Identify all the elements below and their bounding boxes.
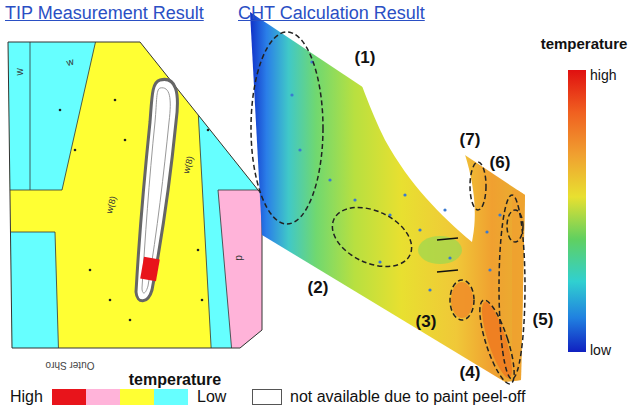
zone-mark: w(8) bbox=[182, 155, 196, 174]
callout-number: (3) bbox=[416, 313, 437, 332]
cooling-hole bbox=[207, 129, 210, 132]
hot-patch bbox=[476, 299, 518, 381]
cooling-hole bbox=[378, 260, 381, 263]
zone-border bbox=[0, 232, 60, 400]
blade-gap bbox=[345, 40, 475, 242]
colorbar-end: low bbox=[590, 343, 611, 358]
zone-border bbox=[218, 190, 236, 400]
callout-ring bbox=[323, 196, 421, 279]
legend-swatch bbox=[86, 389, 120, 405]
cool-patch bbox=[418, 236, 462, 264]
hot-spot bbox=[140, 257, 160, 281]
legend-label: High bbox=[10, 388, 43, 406]
cooling-hole bbox=[74, 149, 77, 152]
zone-border bbox=[30, 42, 31, 190]
callout-ring bbox=[251, 32, 323, 224]
cooling-hole bbox=[353, 198, 356, 201]
zone-border bbox=[192, 0, 214, 400]
marker-line bbox=[437, 270, 458, 272]
cooling-hole bbox=[114, 99, 117, 102]
legend-label: Low bbox=[197, 388, 226, 406]
zone-mark: w bbox=[14, 68, 25, 75]
legend-label: not available due to paint peel-off bbox=[290, 388, 525, 406]
cooling-hole bbox=[129, 319, 132, 322]
cooling-hole bbox=[448, 256, 451, 259]
cooling-hole bbox=[428, 288, 431, 291]
callout-number: (7) bbox=[460, 131, 481, 150]
legend-swatch bbox=[120, 389, 154, 405]
section-heading: TIP Measurement Result bbox=[5, 4, 204, 24]
callout-number: (2) bbox=[308, 279, 329, 298]
hot-patch bbox=[451, 282, 473, 318]
callout-ring bbox=[450, 280, 474, 320]
colorbar-title: temperature bbox=[541, 36, 628, 53]
callout-ring bbox=[470, 162, 486, 210]
marker-line bbox=[437, 238, 458, 240]
cooling-hole bbox=[418, 228, 421, 231]
legend-swatch bbox=[154, 389, 188, 405]
zone-mark: w(8) bbox=[105, 195, 119, 214]
cooling-hole bbox=[488, 268, 491, 271]
cooling-hole bbox=[298, 148, 301, 151]
callout-number: (1) bbox=[355, 49, 376, 68]
zone-mark: p bbox=[233, 255, 244, 261]
shroud-outline bbox=[8, 42, 262, 348]
cooling-hole bbox=[109, 299, 112, 302]
cooling-hole bbox=[403, 193, 406, 196]
cooling-hole bbox=[201, 299, 204, 302]
cyan-zone bbox=[0, 0, 105, 190]
cooling-hole bbox=[290, 93, 293, 96]
cht-contour bbox=[250, 12, 586, 387]
section-heading: CHT Calculation Result bbox=[238, 4, 425, 24]
cyan-zone bbox=[0, 232, 60, 400]
color-bar bbox=[568, 70, 586, 352]
cooling-hole bbox=[124, 139, 127, 142]
zone-mark: w bbox=[65, 56, 75, 68]
cooling-hole bbox=[197, 249, 200, 252]
cooling-hole bbox=[89, 269, 92, 272]
cooling-hole bbox=[498, 213, 501, 216]
airfoil-outline bbox=[136, 79, 177, 300]
part-name: Outer Shro bbox=[46, 360, 95, 371]
legend-swatch bbox=[252, 389, 282, 405]
callout-ring bbox=[507, 210, 523, 242]
legend-swatch bbox=[52, 389, 86, 405]
temperature-field bbox=[250, 12, 525, 382]
callout-number: (6) bbox=[490, 154, 511, 173]
callout-number: (5) bbox=[533, 311, 554, 330]
cooling-hole bbox=[443, 208, 446, 211]
callout-rings bbox=[251, 32, 525, 387]
cooling-hole bbox=[328, 178, 331, 181]
legend-title: temperature bbox=[129, 371, 221, 389]
colorbar-end: high bbox=[590, 68, 616, 83]
cooling-hole bbox=[485, 230, 488, 233]
cooling-hole bbox=[59, 109, 62, 112]
callout-ring bbox=[499, 195, 525, 379]
callout-number: (4) bbox=[460, 364, 481, 383]
zone-border bbox=[0, 0, 105, 190]
